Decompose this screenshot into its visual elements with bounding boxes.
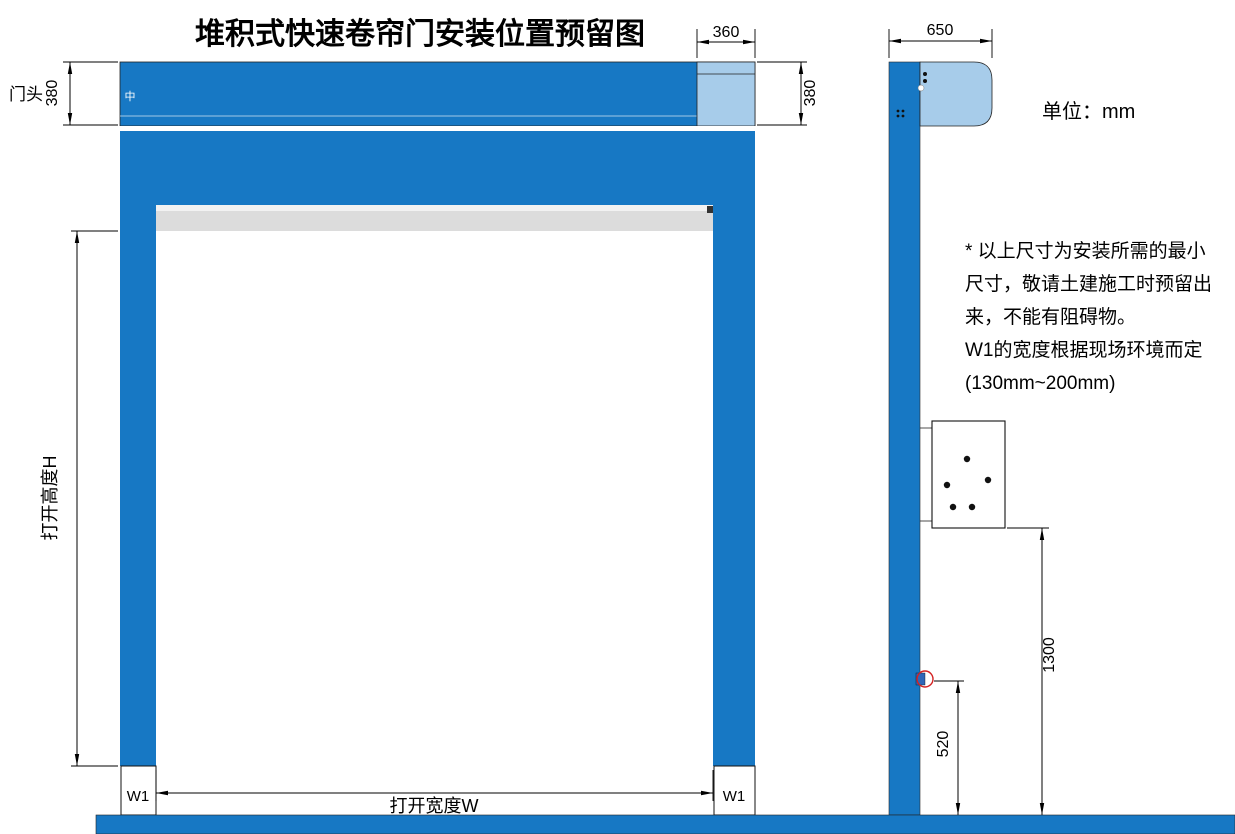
dim-380-right-label: 380 — [802, 80, 819, 107]
control-box-dot — [943, 481, 951, 489]
control-box-dot — [949, 503, 957, 511]
housing-dot — [901, 114, 905, 118]
dim-1300-label: 1300 — [1041, 637, 1058, 673]
dim-520-label: 520 — [935, 731, 952, 758]
door-head-label: 门头 — [9, 85, 43, 104]
curtain-bottom-bar-highlight — [156, 205, 713, 211]
motor-box-front — [696, 61, 756, 127]
housing-dot — [923, 79, 927, 83]
housing-dot — [923, 72, 927, 76]
right-column — [713, 131, 755, 766]
control-box-dot — [984, 476, 992, 484]
door-head-bar — [119, 61, 756, 127]
left-column — [120, 131, 156, 766]
side-column — [888, 61, 921, 816]
note-line: 尺寸，敬请土建施工时预留出 — [965, 273, 1212, 295]
housing-indicator — [917, 84, 925, 92]
page-title: 堆积式快速卷帘门安装位置预留图 — [195, 17, 645, 51]
motor-housing-side — [919, 61, 993, 127]
note-line: * 以上尺寸为安装所需的最小 — [965, 240, 1206, 262]
note-line: (130mm~200mm) — [965, 373, 1115, 394]
control-box-dot — [963, 455, 971, 463]
dim-360-label: 360 — [713, 24, 740, 41]
w1-box-right — [713, 765, 756, 816]
floor-bar — [95, 814, 1235, 834]
note-line: W1的宽度根据现场环境而定 — [965, 339, 1203, 361]
housing-dot — [896, 109, 900, 113]
curtain-band — [156, 131, 713, 205]
strip-end-mark — [707, 206, 713, 213]
housing-dot — [896, 114, 900, 118]
w1-label-right: W1 — [723, 788, 746, 805]
housing-dot — [901, 109, 905, 113]
opening-height-label: 打开高度H — [40, 456, 60, 541]
center-mark: 中 — [125, 90, 136, 103]
opening-width-label: 打开宽度W — [390, 796, 479, 816]
control-box — [931, 420, 1006, 529]
w1-label-left: W1 — [127, 788, 150, 805]
dim-650-label: 650 — [927, 22, 954, 39]
unit-label: 单位：mm — [1042, 100, 1135, 123]
control-box-dot — [968, 503, 976, 511]
sensor-circle — [916, 670, 934, 688]
dim-380-left-label: 380 — [44, 80, 61, 107]
head-gap — [119, 126, 756, 131]
note-line: 来，不能有阻碍物。 — [965, 306, 1136, 328]
